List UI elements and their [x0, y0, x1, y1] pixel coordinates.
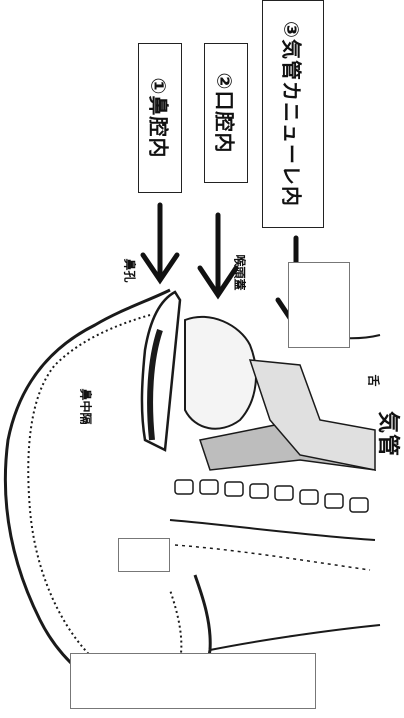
neck-back [210, 625, 380, 650]
spinal-line-2 [175, 545, 370, 570]
head-outline [5, 290, 210, 703]
tongue-shape [185, 317, 256, 429]
label-oral-cavity: ②口腔内 [204, 43, 248, 183]
label-tracheal-cannula-text: ③気管カニューレ内 [279, 21, 308, 207]
label-trachea: 気管 [376, 388, 404, 480]
blank-box-middle [118, 538, 170, 572]
blank-box-upper [288, 262, 350, 348]
label-epiglottis: 喉頭蓋 [232, 254, 249, 290]
label-tracheal-cannula: ③気管カニューレ内 [262, 0, 324, 228]
label-nasal-septum: 鼻中隔 [78, 388, 95, 424]
spinal-line [170, 520, 375, 540]
label-tongue: 舌 [366, 374, 383, 386]
vertebrae [175, 480, 368, 512]
label-nasal-cavity-text: ①鼻腔内 [146, 78, 175, 159]
label-oral-cavity-text: ②口腔内 [212, 73, 241, 154]
nose-outline [142, 292, 180, 450]
label-nostril: 鼻孔 [122, 258, 139, 282]
label-trachea-text: 気管 [374, 411, 404, 457]
blank-box-bottom [70, 653, 316, 709]
arrow-nasal [143, 205, 177, 280]
label-nasal-cavity: ①鼻腔内 [138, 43, 182, 193]
